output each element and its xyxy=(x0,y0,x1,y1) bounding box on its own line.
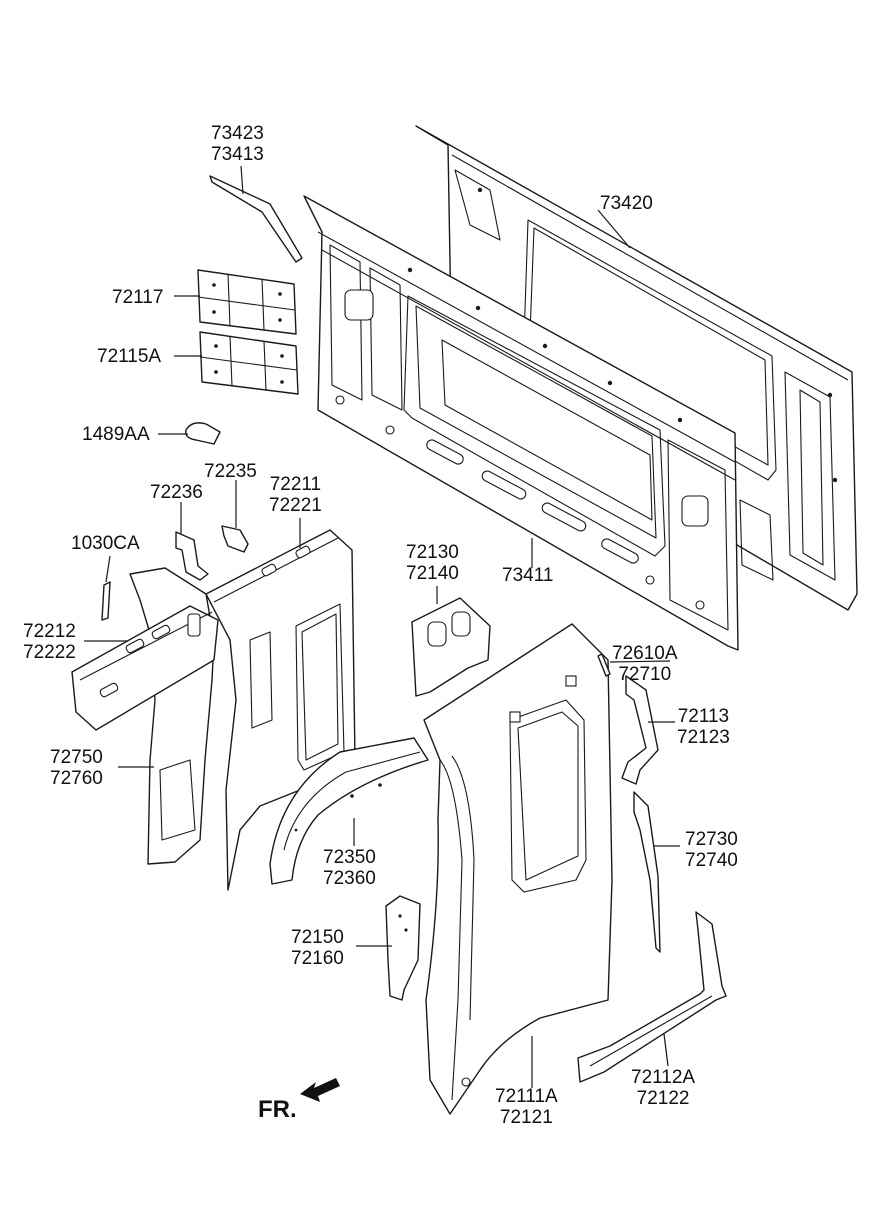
part-72212-72222-pillar xyxy=(71,567,219,865)
callout-72117: 72117 xyxy=(112,287,163,308)
callout-72750-72760: 72750 72760 xyxy=(50,747,103,789)
part-number: 72222 xyxy=(23,642,76,663)
part-73423-73413-strip xyxy=(209,175,303,263)
part-number: 73411 xyxy=(502,565,554,586)
part-number: 72236 xyxy=(150,482,203,503)
part-72113-72123-bracket xyxy=(621,675,659,785)
part-72610a-72710-strip xyxy=(597,653,611,677)
callout-72130-72140: 72130 72140 xyxy=(406,542,459,584)
part-number: 72235 xyxy=(204,461,257,482)
part-72236-bracket xyxy=(175,531,209,581)
part-number: 72130 xyxy=(406,542,459,563)
callout-73411: 73411 xyxy=(502,565,553,586)
part-number: 72760 xyxy=(50,768,103,789)
callout-1489aa: 1489AA xyxy=(82,424,150,445)
part-number: 72111A xyxy=(495,1086,558,1107)
part-72730-72740-strip xyxy=(633,791,661,953)
part-72115a-reinforcement xyxy=(199,331,299,395)
front-arrow-icon xyxy=(300,1078,340,1102)
part-number: 72112A xyxy=(631,1067,696,1088)
part-number: 72610A xyxy=(612,643,678,664)
part-number: 72221 xyxy=(269,495,322,516)
part-72112a-72122-sill xyxy=(577,911,727,1083)
front-direction-label: FR. xyxy=(258,1096,297,1123)
part-72235-bracket xyxy=(221,525,249,553)
callout-73420: 73420 xyxy=(600,193,653,214)
callout-72112a-72122: 72112A 72122 xyxy=(631,1067,695,1109)
part-72117-reinforcement xyxy=(197,269,297,335)
part-number: 72350 xyxy=(323,847,376,868)
part-number: 72122 xyxy=(636,1088,690,1109)
callout-72115a: 72115A xyxy=(97,346,161,367)
part-number: 72150 xyxy=(291,927,344,948)
part-number: 72160 xyxy=(291,948,344,969)
callout-72111a-72121: 72111A 72121 xyxy=(495,1086,558,1128)
part-number: 72212 xyxy=(23,621,76,642)
part-number: 73423 xyxy=(211,123,264,144)
callout-72113-72123: 72113 72123 xyxy=(677,706,730,748)
part-number: 72115A xyxy=(97,346,162,367)
part-number: 72740 xyxy=(685,850,738,871)
callout-72350-72360: 72350 72360 xyxy=(323,847,376,889)
callout-72211-72221: 72211 72221 xyxy=(269,474,322,516)
part-73411-back-panel-inner xyxy=(303,195,739,651)
part-number: 72113 xyxy=(677,706,730,727)
part-72130-72140-bracket xyxy=(411,597,491,697)
callout-73423-73413: 73423 73413 xyxy=(211,123,264,165)
part-number: 72360 xyxy=(323,868,376,889)
callout-72235: 72235 xyxy=(204,461,257,482)
part-number: 72117 xyxy=(112,287,164,308)
callout-72236: 72236 xyxy=(150,482,203,503)
part-number: 72211 xyxy=(269,474,322,495)
part-1030ca-bolt xyxy=(101,581,111,621)
part-1489aa-clip xyxy=(185,422,221,445)
part-number: 1030CA xyxy=(71,533,140,554)
part-72350-72360-wheelhouse xyxy=(269,737,429,885)
part-number: 73420 xyxy=(600,193,653,214)
callout-72150-72160: 72150 72160 xyxy=(291,927,344,969)
part-number: 72710 xyxy=(618,664,672,685)
callout-72610a-72710: 72610A 72710 xyxy=(612,643,678,685)
part-number: 72730 xyxy=(685,829,738,850)
part-number: 72140 xyxy=(406,563,459,584)
part-number: 72123 xyxy=(677,727,730,748)
leader-lines xyxy=(84,165,680,1088)
callout-72212-72222: 72212 72222 xyxy=(23,621,76,663)
part-72111a-72121-quarter-panel xyxy=(423,623,613,1115)
part-72211-72221-pillar xyxy=(205,529,356,891)
part-number: 72750 xyxy=(50,747,103,768)
part-number: 1489AA xyxy=(82,424,150,445)
part-number: 72121 xyxy=(499,1107,553,1128)
part-number: 73413 xyxy=(211,144,264,165)
callout-1030ca: 1030CA xyxy=(71,533,140,554)
callout-72730-72740: 72730 72740 xyxy=(685,829,738,871)
part-72150-72160-bracket xyxy=(385,895,421,1001)
